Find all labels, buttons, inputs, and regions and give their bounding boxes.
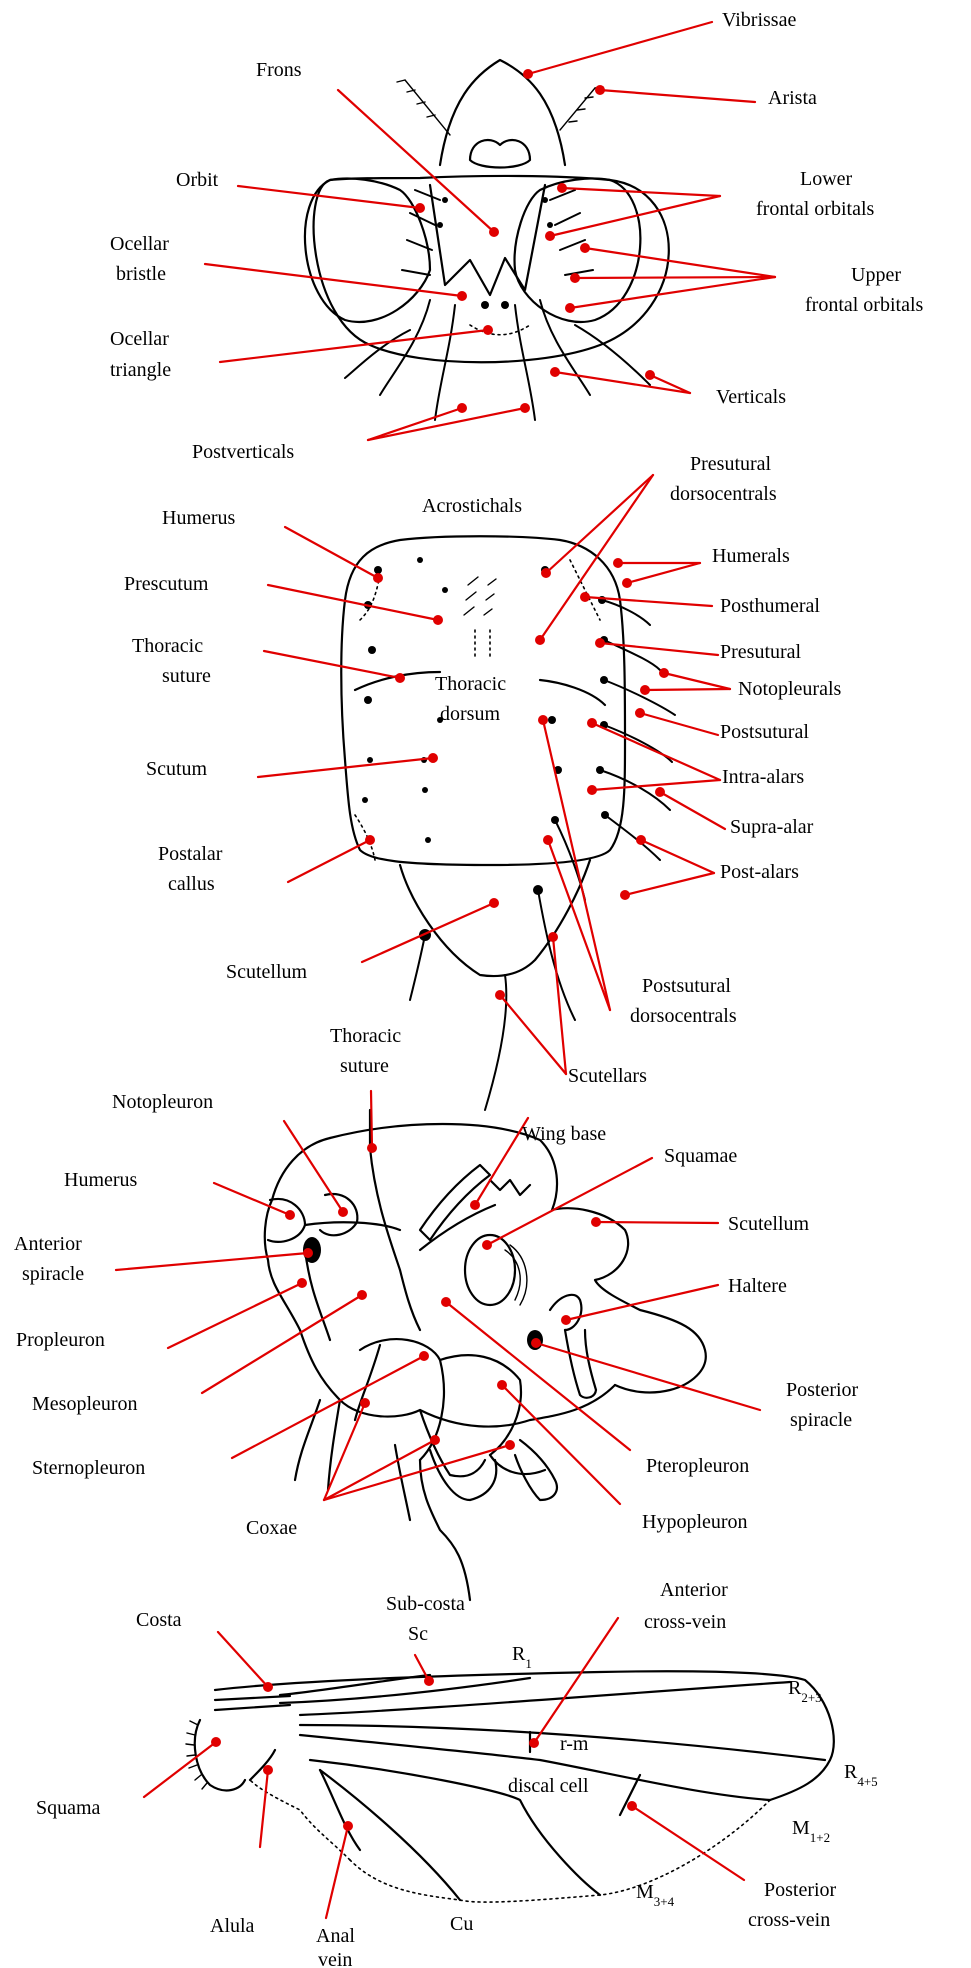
label-costa: Costa — [136, 1609, 182, 1631]
thorax-lateral-drawing — [265, 1110, 706, 1600]
label-cu: Cu — [450, 1913, 473, 1935]
thorax-lateral-panel: Thoracic suture Notopleuron Wing base Sq… — [14, 1025, 859, 1600]
wing-labels: Costa Sub-costa Sc Anterior cross-vein R… — [36, 1579, 878, 1968]
label-r-m: r-m — [560, 1733, 589, 1755]
label-haltere: Haltere — [728, 1275, 787, 1297]
label-thoracic-dorsum-1: Thoracic — [435, 673, 506, 695]
label-posterior-spiracle-1: Posterior — [786, 1379, 859, 1401]
label-anal-vein-1: Anal — [316, 1925, 355, 1947]
label-sternopleuron: Sternopleuron — [32, 1457, 145, 1479]
label-orbit: Orbit — [176, 169, 219, 191]
wing-leaders — [144, 1618, 744, 1918]
label-lower-frontal-orbitals-2: frontal orbitals — [756, 198, 875, 220]
label-squamae: Squamae — [664, 1145, 737, 1167]
label-presutural: Presutural — [720, 641, 802, 663]
label-intra-alars: Intra-alars — [722, 766, 804, 788]
label-prescutum: Prescutum — [124, 573, 209, 595]
label-upper-frontal-orbitals-1: Upper — [851, 264, 901, 286]
thorax-dorsal-labels: Acrostichals Presutural dorsocentrals Hu… — [124, 453, 842, 1087]
head-panel: Vibrissae Arista Frons Orbit Lower front… — [110, 9, 924, 463]
label-pteropleuron: Pteropleuron — [646, 1455, 749, 1477]
label-postsutural: Postsutural — [720, 721, 809, 743]
label-humerus: Humerus — [162, 507, 236, 529]
label-arista: Arista — [768, 87, 817, 109]
label-thoracic-suture-2: suture — [162, 665, 211, 687]
head-leaders — [205, 22, 775, 440]
label-vibrissae: Vibrissae — [722, 9, 796, 31]
label-ocellar-triangle-1: Ocellar — [110, 328, 169, 350]
label-anal-vein-2: vein — [318, 1949, 352, 1968]
label-humerals: Humerals — [712, 545, 790, 567]
label-r1: R1 — [512, 1643, 532, 1671]
label-upper-frontal-orbitals-2: frontal orbitals — [805, 294, 924, 316]
head-drawing — [305, 60, 669, 420]
label-sub-costa-1: Sub-costa — [386, 1593, 465, 1615]
label-ocellar-triangle-2: triangle — [110, 359, 171, 381]
label-scutellum: Scutellum — [226, 961, 308, 983]
label-lateral-thoracic-suture-2: suture — [340, 1055, 389, 1077]
label-anterior-cross-vein-2: cross-vein — [644, 1611, 726, 1633]
label-hypopleuron: Hypopleuron — [642, 1511, 748, 1533]
label-m3-4: M3+4 — [636, 1881, 675, 1909]
label-notopleuron: Notopleuron — [112, 1091, 213, 1113]
label-sub-costa-2: Sc — [408, 1623, 428, 1645]
label-lateral-scutellum: Scutellum — [728, 1213, 810, 1235]
label-posterior-spiracle-2: spiracle — [790, 1409, 852, 1431]
label-m1-2: M1+2 — [792, 1817, 830, 1845]
label-squama: Squama — [36, 1797, 101, 1819]
label-verticals: Verticals — [716, 386, 786, 408]
label-scutum: Scutum — [146, 758, 208, 780]
label-supra-alar: Supra-alar — [730, 816, 814, 838]
thorax-dorsal-drawing — [341, 536, 675, 1110]
label-presutural-dorsocentrals-2: dorsocentrals — [670, 483, 777, 505]
label-frons: Frons — [256, 59, 302, 81]
label-postalar-callus-1: Postalar — [158, 843, 223, 865]
label-thoracic-suture-1: Thoracic — [132, 635, 203, 657]
wing-panel: Costa Sub-costa Sc Anterior cross-vein R… — [36, 1579, 878, 1968]
label-acrostichals: Acrostichals — [422, 495, 522, 517]
label-posterior-cross-vein-1: Posterior — [764, 1879, 837, 1901]
label-anterior-cross-vein-1: Anterior — [660, 1579, 728, 1601]
thorax-dorsal-panel: Acrostichals Presutural dorsocentrals Hu… — [124, 453, 842, 1110]
label-postsutural-dorsocentrals-1: Postsutural — [642, 975, 731, 997]
label-posthumeral: Posthumeral — [720, 595, 820, 617]
label-discal-cell: discal cell — [508, 1775, 589, 1797]
label-postverticals: Postverticals — [192, 441, 294, 463]
label-coxae: Coxae — [246, 1517, 297, 1539]
label-r4-5: R4+5 — [844, 1761, 878, 1789]
thorax-lateral-labels: Thoracic suture Notopleuron Wing base Sq… — [14, 1025, 859, 1539]
label-thoracic-dorsum-2: dorsum — [440, 703, 500, 725]
label-alula: Alula — [210, 1915, 255, 1937]
label-lateral-thoracic-suture-1: Thoracic — [330, 1025, 401, 1047]
label-postalar-callus-2: callus — [168, 873, 215, 895]
label-ocellar-bristle-1: Ocellar — [110, 233, 169, 255]
label-lower-frontal-orbitals-1: Lower — [800, 168, 853, 190]
label-anterior-spiracle-1: Anterior — [14, 1233, 82, 1255]
label-post-alars: Post-alars — [720, 861, 799, 883]
label-presutural-dorsocentrals-1: Presutural — [690, 453, 772, 475]
label-notopleurals: Notopleurals — [738, 678, 842, 700]
label-anterior-spiracle-2: spiracle — [22, 1263, 84, 1285]
label-postsutural-dorsocentrals-2: dorsocentrals — [630, 1005, 737, 1027]
label-scutellars: Scutellars — [568, 1065, 647, 1087]
label-lateral-humerus: Humerus — [64, 1169, 138, 1191]
label-mesopleuron: Mesopleuron — [32, 1393, 138, 1415]
label-posterior-cross-vein-2: cross-vein — [748, 1909, 830, 1931]
label-propleuron: Propleuron — [16, 1329, 105, 1351]
label-ocellar-bristle-2: bristle — [116, 263, 166, 285]
label-wing-base: Wing base — [522, 1123, 606, 1145]
